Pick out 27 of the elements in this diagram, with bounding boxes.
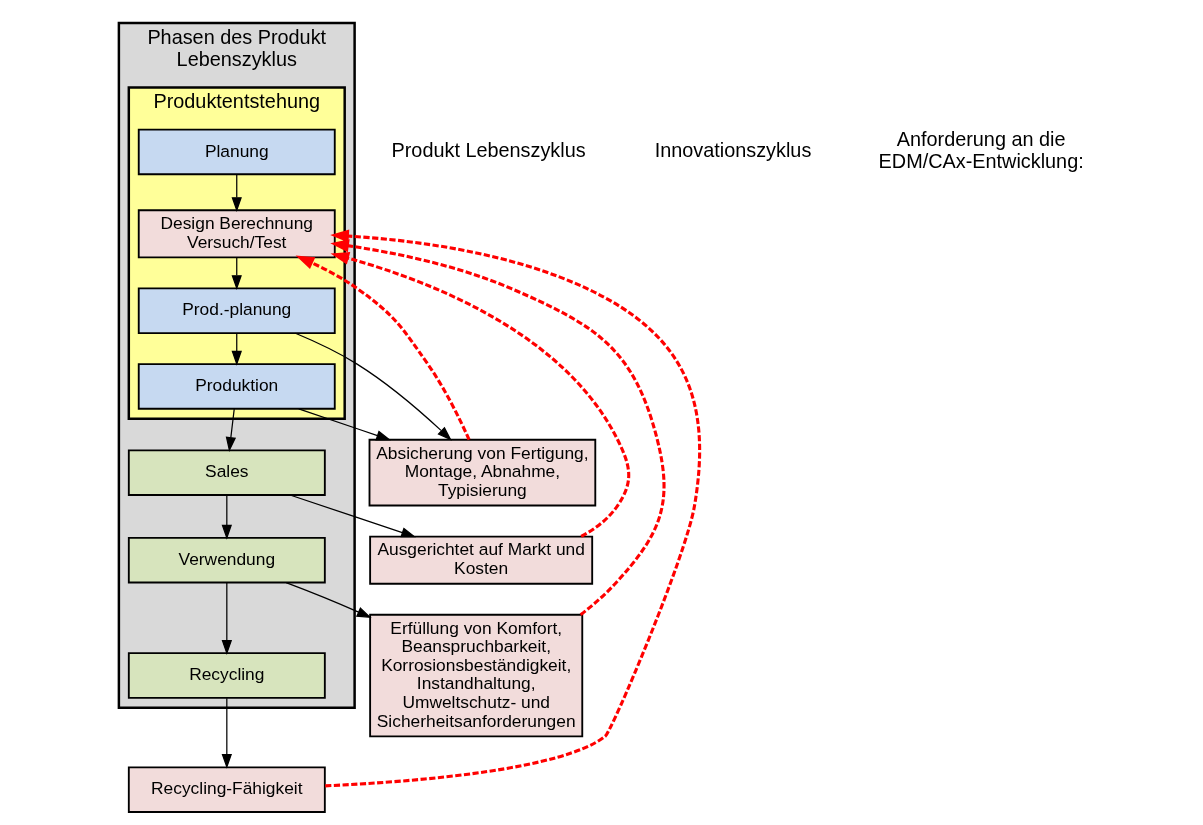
node-box: Recycling-Fähigkeit: [127, 766, 326, 813]
node-box: Design Berechnung Versuch/Test: [137, 209, 336, 259]
node-box: Sales: [127, 449, 326, 496]
arrow: [298, 408, 392, 441]
label: Anforderung an die EDM/CAx-Entwicklung:: [878, 127, 1084, 172]
arrow: [294, 332, 452, 441]
node-box: Ausgerichtet auf Markt und Kosten: [369, 535, 594, 585]
arrow: [285, 581, 372, 618]
node-box: Verwendung: [127, 536, 326, 584]
arrow: [231, 173, 242, 213]
arrow: [330, 252, 631, 538]
arrow: [295, 255, 471, 441]
node-box: Prod.-planung: [137, 287, 336, 335]
node-box: Produktion: [137, 363, 336, 410]
arrow: [330, 239, 666, 616]
label: Produkt Lebenszyklus: [391, 138, 586, 161]
arrow: [221, 697, 233, 769]
arrow: [325, 229, 702, 788]
arrow: [221, 582, 233, 655]
node-box: Planung: [137, 128, 336, 176]
node-box: Recycling: [127, 652, 326, 699]
arrow: [289, 494, 417, 538]
node-box: Absicherung von Fertigung, Montage, Abnahme, Typisierung: [368, 438, 597, 507]
arrow: [225, 408, 237, 452]
arrow: [221, 494, 233, 540]
node-box: Erfüllung von Komfort, Beanspruchbarkeit, Korrosionsbeständigkeit, Instandhaltung, Umweltschutz- und Sicherheitsanforderungen: [369, 613, 584, 738]
label: Innovationszyklus: [654, 138, 812, 161]
